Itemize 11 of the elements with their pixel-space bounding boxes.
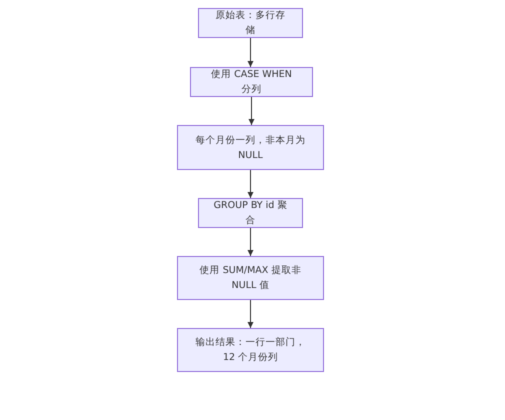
process-box: 原始表：多行存储 bbox=[198, 8, 303, 38]
arrow bbox=[248, 38, 254, 68]
process-box: 使用 CASE WHEN 分列 bbox=[190, 67, 313, 97]
arrow bbox=[248, 170, 254, 198]
arrow bbox=[248, 96, 254, 126]
process-box: 输出结果：一行一部门，12 个月份列 bbox=[177, 328, 324, 372]
arrow bbox=[248, 300, 254, 328]
arrow bbox=[248, 228, 254, 256]
process-box: 每个月份一列，非本月为 NULL bbox=[177, 125, 324, 170]
process-box: 使用 SUM/MAX 提取非 NULL 值 bbox=[177, 256, 324, 300]
process-box: GROUP BY id 聚合 bbox=[198, 198, 303, 228]
